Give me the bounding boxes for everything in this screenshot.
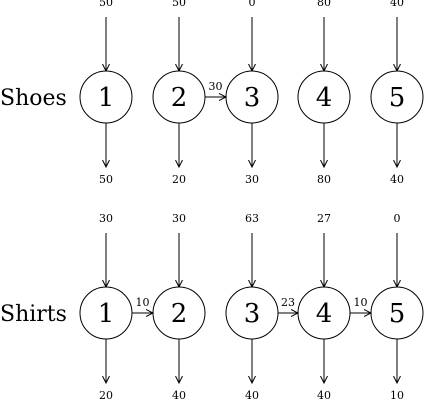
input-value: 0: [249, 0, 256, 9]
row-label: Shoes: [0, 86, 67, 111]
transfer-value: 30: [209, 80, 223, 93]
output-value: 20: [172, 173, 186, 186]
row-label: Shirts: [0, 302, 67, 327]
input-value: 50: [172, 0, 186, 9]
output-value: 40: [172, 389, 186, 402]
output-value: 30: [245, 173, 259, 186]
node-circle: [297, 70, 351, 124]
node-circle: [79, 70, 133, 124]
input-value: 50: [99, 0, 113, 9]
node-label: 4: [316, 83, 333, 113]
input-value: 40: [390, 0, 404, 9]
input-value: 0: [394, 212, 401, 225]
node-label: 1: [98, 299, 115, 329]
output-value: 80: [317, 173, 331, 186]
output-value: 40: [245, 389, 259, 402]
node-circle: [370, 70, 424, 124]
output-value: 40: [390, 173, 404, 186]
input-value: 80: [317, 0, 331, 9]
node-label: 2: [171, 83, 188, 113]
output-value: 50: [99, 173, 113, 186]
node-label: 5: [389, 299, 406, 329]
node-label: 3: [244, 299, 261, 329]
node-label: 1: [98, 83, 115, 113]
input-value: 30: [172, 212, 186, 225]
input-value: 27: [317, 212, 331, 225]
node-label: 3: [244, 83, 261, 113]
transfer-value: 10: [136, 296, 150, 309]
output-value: 20: [99, 389, 113, 402]
output-value: 10: [390, 389, 404, 402]
node-label: 4: [316, 299, 333, 329]
input-value: 63: [245, 212, 259, 225]
node-label: 2: [171, 299, 188, 329]
transfer-value: 10: [354, 296, 368, 309]
output-value: 40: [317, 389, 331, 402]
node-label: 5: [389, 83, 406, 113]
input-value: 30: [99, 212, 113, 225]
transfer-value: 23: [281, 296, 295, 309]
